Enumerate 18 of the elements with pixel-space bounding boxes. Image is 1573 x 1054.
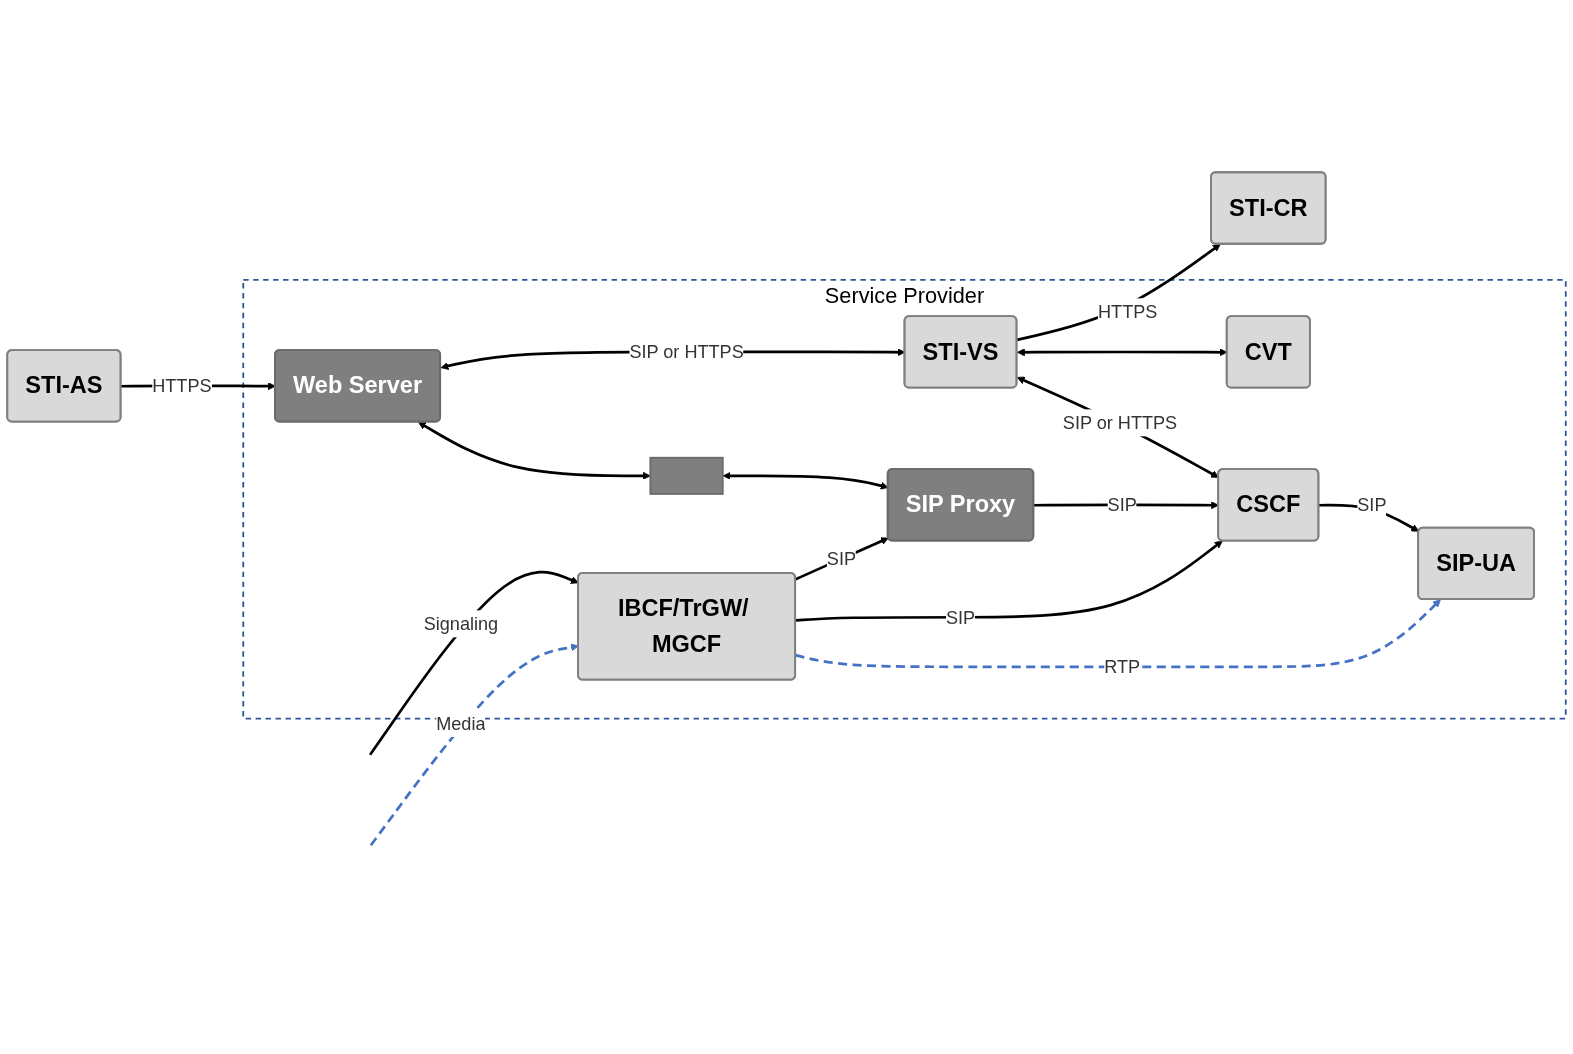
edge-label: Media: [436, 713, 486, 734]
arrow: [795, 540, 1223, 622]
edge-label: HTTPS: [1098, 302, 1158, 322]
node-box: [649, 457, 724, 495]
arrow: [795, 599, 1441, 669]
edge-label: SIP or HTTPS: [1062, 413, 1178, 433]
arrow: [1016, 376, 1219, 478]
edge-label: Signaling: [423, 614, 499, 635]
arrow: [795, 537, 889, 581]
edge-label: SIP: [1107, 494, 1137, 515]
edge-label: SIP or HTTPS: [629, 342, 744, 362]
arrow: [418, 421, 651, 480]
arrow: [1016, 243, 1221, 342]
edge-label: SIP: [945, 607, 976, 628]
edge-label: HTTPS: [152, 375, 212, 396]
edge-label: SIP: [826, 548, 857, 569]
edge-label: RTP: [1104, 656, 1141, 677]
edge-label: SIP: [1357, 494, 1387, 515]
